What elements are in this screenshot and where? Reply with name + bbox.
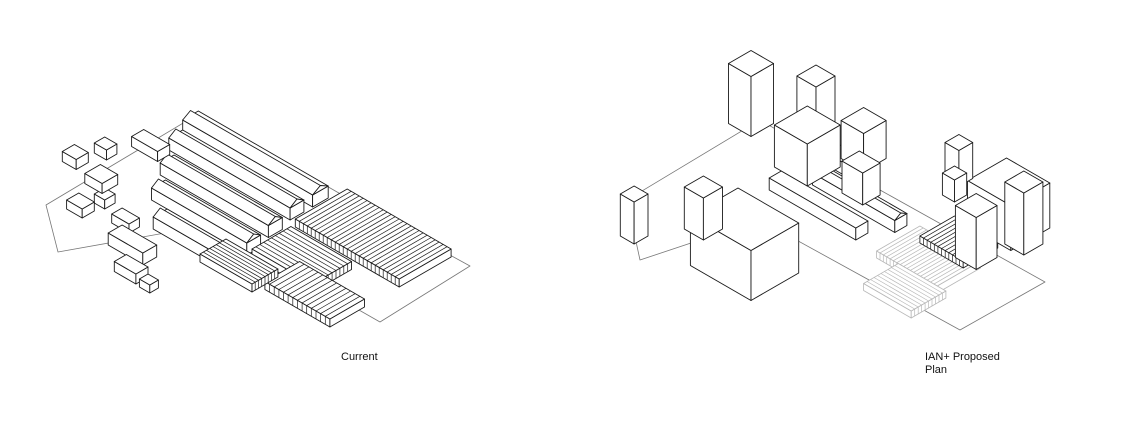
proposed-plan-axonometric <box>619 50 1051 331</box>
caption-current: Current <box>341 351 378 363</box>
rib-line <box>319 202 372 234</box>
small-building-roof <box>66 192 95 210</box>
rib-line <box>315 200 368 231</box>
current-site-axonometric <box>45 110 471 328</box>
rib-line <box>274 266 310 288</box>
warehouse-shed-gable <box>246 233 262 244</box>
tower-face-left <box>619 193 635 245</box>
rib-line <box>311 287 347 309</box>
small-building-roof <box>93 136 118 151</box>
small-tower-roof <box>941 165 968 181</box>
tower-roof <box>683 175 723 199</box>
rib-line <box>367 230 420 261</box>
rib-line <box>347 218 400 250</box>
tower-roof <box>619 185 649 203</box>
rib-line <box>212 246 266 277</box>
rib-line <box>395 246 448 278</box>
tower-roof <box>841 150 881 174</box>
rib-line <box>269 263 305 285</box>
tower-face-right <box>633 193 649 245</box>
rib-line <box>343 216 396 248</box>
rib-line <box>278 269 314 290</box>
rib-line <box>883 229 927 256</box>
tower-roof <box>773 105 841 145</box>
rib-line <box>355 223 408 254</box>
rib-line <box>375 234 428 266</box>
rib-line <box>301 282 337 304</box>
rib-line <box>320 293 356 314</box>
rib-line <box>870 279 919 308</box>
rib-line <box>209 248 262 279</box>
rib-line <box>311 197 364 229</box>
rib-line <box>283 271 319 293</box>
rib-line <box>275 235 337 271</box>
rib-line <box>331 209 384 241</box>
caption-proposed-plan: IAN+ Proposed Plan <box>925 351 1000 376</box>
rib-line <box>292 277 328 298</box>
rib-line <box>279 232 341 269</box>
low-bar-gable <box>894 212 908 221</box>
rib-line <box>335 211 388 243</box>
rib-line <box>877 275 926 304</box>
rib-line <box>282 230 344 267</box>
small-building-roof <box>113 254 149 275</box>
rib-line <box>371 232 424 264</box>
tower-roof <box>728 50 774 77</box>
warehouse-shed-gable <box>267 216 283 226</box>
rib-line <box>891 267 940 296</box>
tower-roof <box>944 134 974 151</box>
rib-line <box>879 227 924 254</box>
tower-roof <box>840 107 887 134</box>
rib-line <box>383 239 436 271</box>
tower-face-right <box>1023 181 1044 256</box>
rib-line <box>297 279 333 301</box>
small-building-roof <box>111 207 140 225</box>
rib-line <box>363 227 416 259</box>
small-building-roof <box>131 129 171 152</box>
rib-line <box>219 242 272 274</box>
rib-line <box>206 249 259 281</box>
rib-line <box>325 295 361 317</box>
rib-line <box>222 240 275 272</box>
small-building-roof <box>84 164 119 184</box>
small-building-roof <box>138 273 159 286</box>
rib-line <box>307 195 360 227</box>
warehouse-shed-gable <box>289 198 305 209</box>
rib-line <box>379 237 432 268</box>
rib-line <box>323 204 376 236</box>
rib-line <box>287 274 323 296</box>
rib-line <box>267 239 329 276</box>
rib-line <box>339 214 392 245</box>
rib-line <box>884 271 933 300</box>
rib-line <box>880 273 929 302</box>
rib-line <box>894 265 943 294</box>
tower-face-left <box>1004 181 1025 256</box>
small-building-roof <box>107 224 158 254</box>
rib-line <box>216 244 269 275</box>
tower-roof <box>1004 170 1044 194</box>
rib-line <box>286 228 348 265</box>
rib-line <box>391 244 444 275</box>
rib-line <box>327 207 380 238</box>
tower-roof <box>954 193 998 218</box>
small-building-roof <box>61 144 89 160</box>
rib-line <box>359 225 412 257</box>
low-bar-roof <box>768 170 869 229</box>
rib-line <box>387 241 440 273</box>
rib-line <box>315 290 351 312</box>
rib-line <box>351 220 404 252</box>
warehouse-shed-gable <box>312 185 329 196</box>
rib-line <box>866 281 915 310</box>
rib-line <box>299 190 352 222</box>
rib-line <box>203 251 256 283</box>
rib-line <box>887 269 936 298</box>
rib-line <box>303 193 356 224</box>
tower-roof <box>796 64 836 88</box>
rib-line <box>873 277 922 306</box>
rib-line <box>271 237 333 274</box>
rib-line <box>306 285 342 306</box>
rib-line <box>923 217 959 239</box>
